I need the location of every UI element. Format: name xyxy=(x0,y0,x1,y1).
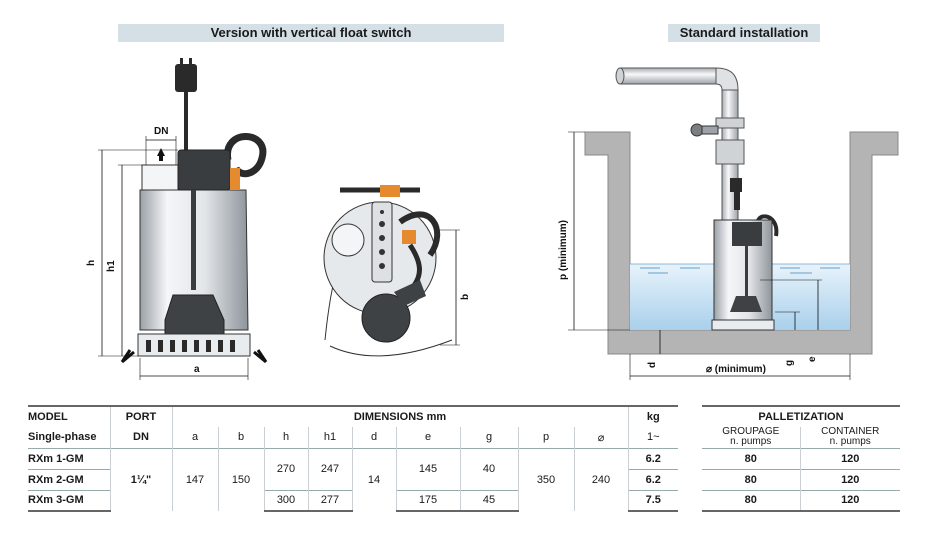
sub-single-phase: Single-phase xyxy=(28,431,97,444)
label-p-minimum: p (minimum) xyxy=(558,220,569,280)
palletization-title: PALLETIZATION xyxy=(702,405,900,427)
sub-h: h xyxy=(263,427,308,448)
model-cell: RXm 3-GM xyxy=(28,490,110,512)
kg-cell: 6.2 xyxy=(627,448,678,469)
e-cell: 175 xyxy=(395,490,460,512)
label-b: b xyxy=(460,294,471,300)
table-row: 80 120 xyxy=(702,469,900,490)
table-row: 80 120 xyxy=(702,448,900,469)
col-model: MODEL xyxy=(28,405,110,427)
sub-e: e xyxy=(395,427,460,448)
diameter-cell: 240 xyxy=(573,448,628,511)
table-row: RXm 1-GM 1¼" 147 150 270 247 14 145 40 3… xyxy=(28,448,678,511)
port-cell: 1¼" xyxy=(109,448,172,511)
sub-a: a xyxy=(171,427,218,448)
label-e: e xyxy=(807,356,818,362)
g-cell: 45 xyxy=(459,490,518,512)
label-d: d xyxy=(647,362,658,368)
label-diameter-minimum: ⌀ (minimum) xyxy=(706,364,766,375)
dimensions-table: MODEL PORT DIMENSIONS mm kg Single-phase… xyxy=(28,405,678,512)
h1-cell: 277 xyxy=(307,490,352,512)
table-row: RXm 3-GM 300 277 175 45 7.5 xyxy=(28,490,678,512)
sub-diameter: ⌀ xyxy=(573,427,628,448)
groupage-cell: 80 xyxy=(744,473,757,486)
g-cell: 40 xyxy=(459,448,518,490)
plug-icon xyxy=(175,64,197,92)
col-port: PORT xyxy=(109,405,172,427)
model-cell: RXm 1-GM xyxy=(28,452,84,465)
technical-drawings: DN h h1 a b xyxy=(86,58,899,380)
p-cell: 350 xyxy=(517,448,574,511)
installation-diagram: p (minimum) d g e ⌀ (minimum) xyxy=(558,67,899,380)
container-cell: 120 xyxy=(799,469,900,490)
label-h: h xyxy=(86,260,97,266)
label-dn: DN xyxy=(154,126,168,137)
palletization-table: PALLETIZATION GROUPAGE n. pumps CONTAINE… xyxy=(702,405,900,512)
sub-g: g xyxy=(459,427,518,448)
h-cell: 270 xyxy=(263,448,308,490)
pump-top-view: b xyxy=(323,185,471,357)
container-label: CONTAINER xyxy=(821,426,880,438)
col-kg: kg xyxy=(627,405,678,427)
sub-kg: 1~ xyxy=(627,427,678,448)
container-unit: n. pumps xyxy=(829,436,871,448)
sub-dn: DN xyxy=(109,427,172,448)
header-vertical-float-switch: Version with vertical float switch xyxy=(118,24,504,42)
sub-d: d xyxy=(351,427,396,448)
a-cell: 147 xyxy=(171,448,218,511)
b-cell: 150 xyxy=(217,448,264,511)
header-standard-installation: Standard installation xyxy=(668,24,820,42)
pump-front-view: DN h h1 a xyxy=(86,58,268,380)
groupage-cell: 80 xyxy=(744,452,757,465)
label-a: a xyxy=(194,364,200,375)
col-dimensions: DIMENSIONS mm xyxy=(171,405,628,427)
model-cell: RXm 2-GM xyxy=(28,473,84,486)
d-cell: 14 xyxy=(351,448,396,511)
e-cell: 145 xyxy=(395,448,460,490)
groupage-cell: 80 xyxy=(702,490,800,512)
kg-cell: 7.5 xyxy=(627,490,678,512)
label-h1: h1 xyxy=(106,260,117,272)
table-row: 80 120 xyxy=(702,490,900,512)
sub-b: b xyxy=(217,427,264,448)
h-cell: 300 xyxy=(263,490,308,512)
label-g: g xyxy=(784,360,795,366)
sub-p: p xyxy=(517,427,574,448)
groupage-unit: n. pumps xyxy=(730,436,772,448)
h1-cell: 247 xyxy=(307,448,352,490)
kg-cell: 6.2 xyxy=(627,469,678,490)
groupage-label: GROUPAGE xyxy=(722,426,780,438)
container-cell: 120 xyxy=(799,490,900,512)
container-cell: 120 xyxy=(799,448,900,469)
sub-h1: h1 xyxy=(307,427,352,448)
